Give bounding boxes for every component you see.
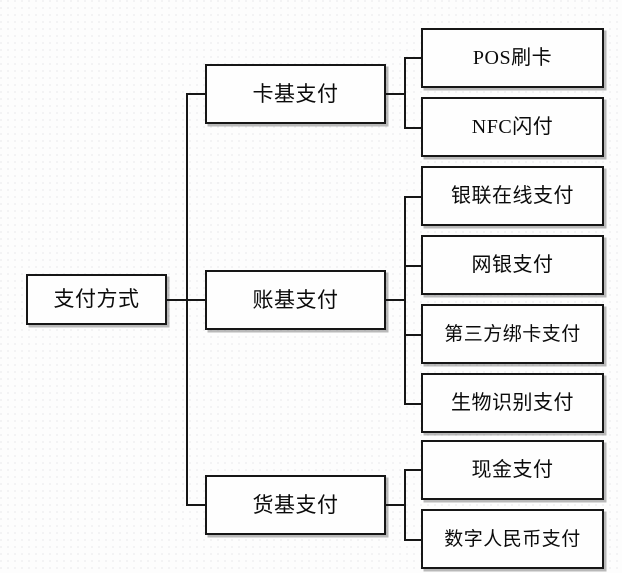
connector-root-stub <box>167 299 188 302</box>
node-root-payment-method[interactable]: 支付方式 <box>26 274 167 325</box>
connector-account-based-stub <box>386 299 406 302</box>
connector-to-unionpay-online <box>404 196 423 199</box>
connector-to-pos-swipe <box>404 57 423 60</box>
node-label: 支付方式 <box>53 287 140 311</box>
node-label: 账基支付 <box>252 287 339 312</box>
node-leaf-biometric[interactable]: 生物识别支付 <box>421 373 604 433</box>
node-leaf-digital-rmb[interactable]: 数字人民币支付 <box>421 509 604 569</box>
node-label: 货基支付 <box>252 492 339 517</box>
connector-currency-based-spine <box>404 469 407 541</box>
connector-to-nfc-tap <box>404 127 423 130</box>
connector-to-digital-rmb <box>404 539 423 542</box>
node-leaf-pos-swipe[interactable]: POS刷卡 <box>421 28 604 88</box>
node-label: 现金支付 <box>471 459 554 481</box>
node-leaf-third-party-card[interactable]: 第三方绑卡支付 <box>421 304 604 364</box>
connector-to-third-party-card <box>404 334 423 337</box>
node-leaf-online-banking[interactable]: 网银支付 <box>421 235 604 295</box>
connector-to-biometric <box>404 403 423 406</box>
connector-card-based-spine <box>404 57 407 129</box>
node-label: 卡基支付 <box>252 81 339 106</box>
connector-trunk-to-card-based <box>186 93 207 96</box>
node-label: 数字人民币支付 <box>444 528 581 550</box>
node-branch-card-based[interactable]: 卡基支付 <box>205 64 386 124</box>
connector-card-based-stub <box>386 93 406 96</box>
node-label: 生物识别支付 <box>451 392 574 414</box>
connector-to-online-banking <box>404 265 423 268</box>
connector-to-cash <box>404 469 423 472</box>
connector-currency-based-stub <box>386 504 406 507</box>
node-label: 网银支付 <box>471 254 554 276</box>
node-label: 第三方绑卡支付 <box>444 323 581 345</box>
node-branch-currency-based[interactable]: 货基支付 <box>205 475 386 535</box>
node-label: POS刷卡 <box>472 47 553 69</box>
node-label: NFC闪付 <box>471 116 554 138</box>
node-leaf-unionpay-online[interactable]: 银联在线支付 <box>421 166 604 226</box>
node-label: 银联在线支付 <box>451 185 574 207</box>
node-leaf-cash[interactable]: 现金支付 <box>421 440 604 500</box>
connector-trunk-to-currency-based <box>186 504 207 507</box>
node-leaf-nfc-tap[interactable]: NFC闪付 <box>421 97 604 157</box>
connector-trunk-to-account-based <box>186 299 207 302</box>
connector-account-based-spine <box>404 196 407 404</box>
node-branch-account-based[interactable]: 账基支付 <box>205 270 386 330</box>
